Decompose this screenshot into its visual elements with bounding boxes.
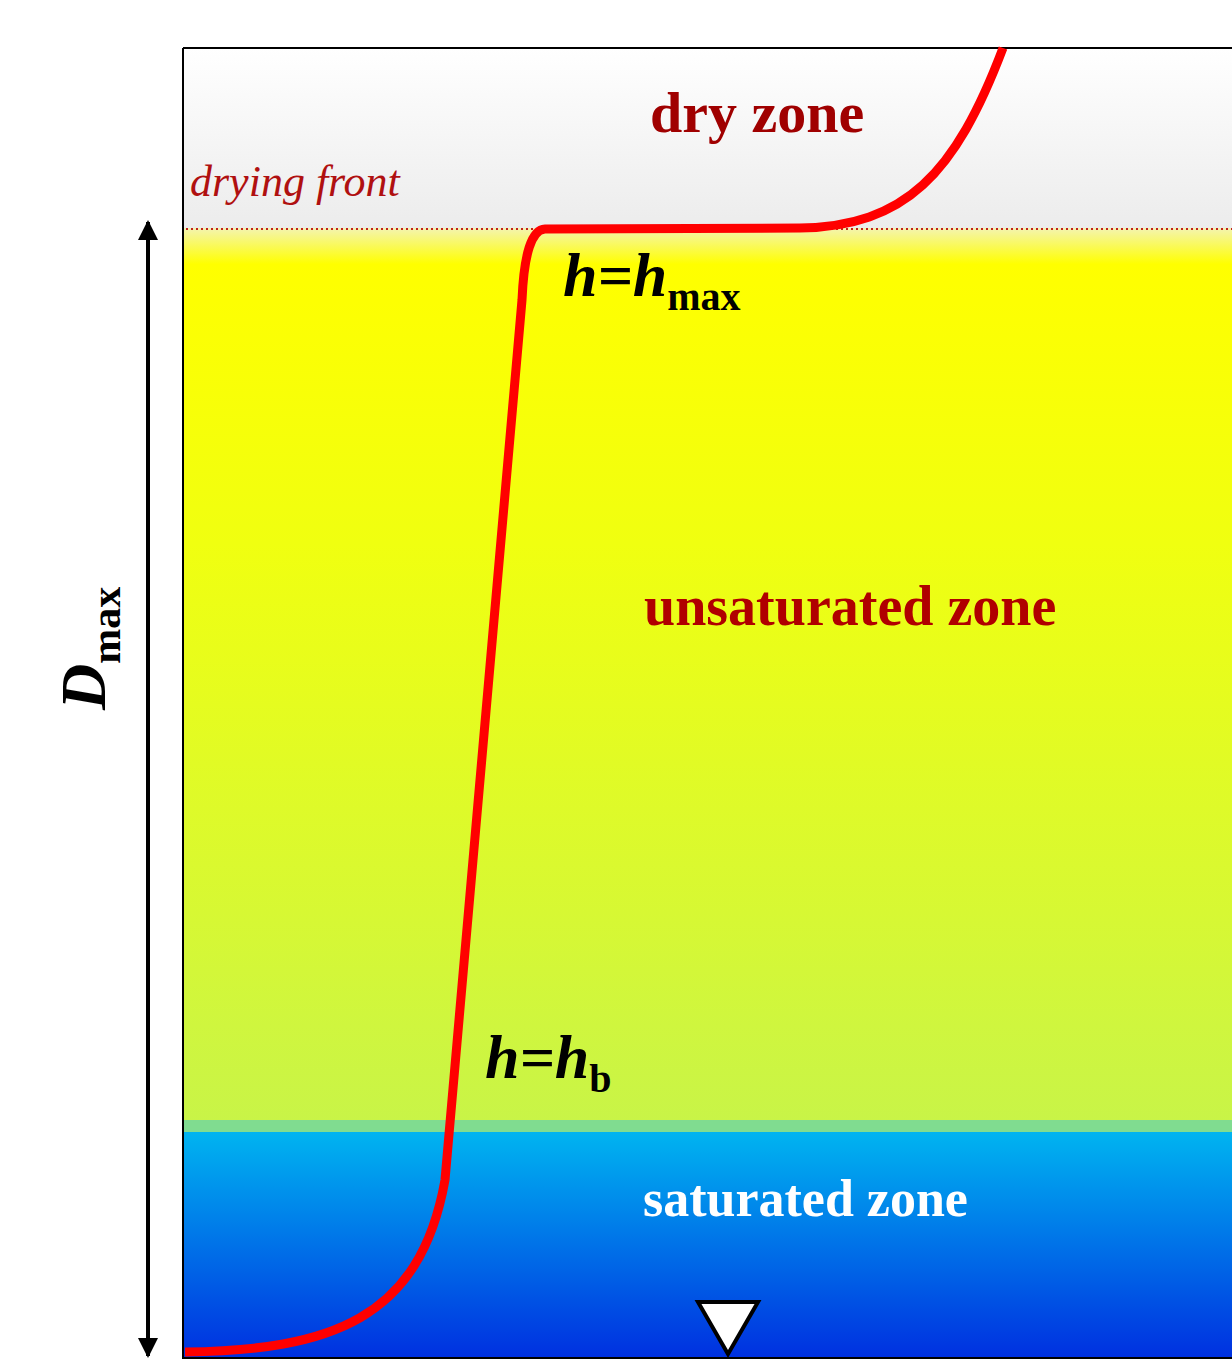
unsaturated-band (183, 228, 1232, 1130)
zone-band: unsaturated zone (183, 228, 1232, 1130)
symbol: h=h (485, 1023, 589, 1091)
subscript: max (82, 586, 128, 663)
fringe-band (183, 1120, 1232, 1132)
dry-band (183, 48, 1232, 228)
symbol: D (48, 663, 119, 709)
zone-label: unsaturated zone (644, 574, 1056, 638)
depth-label: Dmax (47, 586, 130, 709)
head-max-label: h=hmax (563, 240, 741, 320)
frame (183, 48, 1232, 1358)
zone-label: dry zone (650, 79, 864, 146)
zone-band: saturated zone (183, 1132, 1232, 1358)
subscript: b (589, 1056, 611, 1101)
water-table-symbol (698, 1302, 758, 1354)
drying-front-label: drying front (190, 156, 400, 207)
depth-arrow (146, 222, 150, 1356)
pressure-head-curve (185, 48, 1003, 1352)
subscript: max (667, 274, 740, 319)
zone-label: saturated zone (643, 1169, 968, 1228)
symbol: h=h (563, 241, 667, 309)
head-bottom-label: h=hb (485, 1022, 612, 1102)
